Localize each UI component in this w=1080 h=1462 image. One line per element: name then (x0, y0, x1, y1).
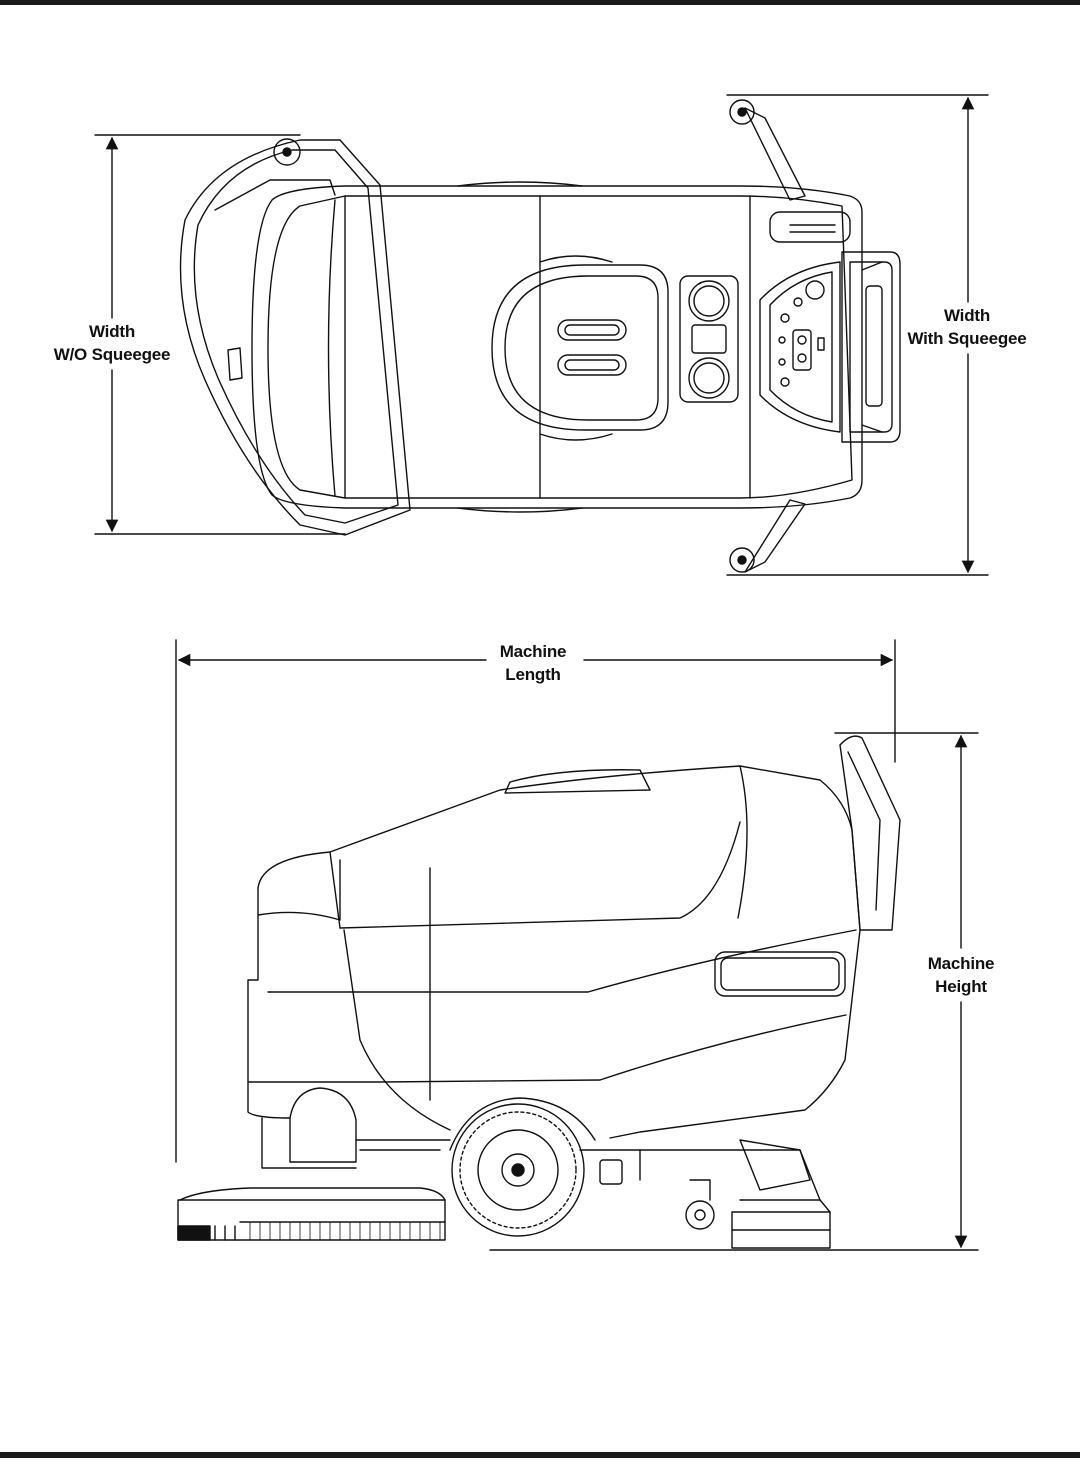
label-width-without-squeegee-line1: Width (88, 322, 136, 341)
label-width-with-squeegee-line2: With Squeegee (907, 329, 1027, 348)
label-machine-length: Machine Length (488, 640, 578, 686)
label-machine-length-line2: Length (505, 665, 561, 684)
top-rule (0, 0, 1080, 5)
dim-width-with-squeegee (726, 94, 989, 576)
label-width-with-squeegee-line1: Width (943, 306, 991, 325)
side-view (177, 735, 901, 1249)
label-machine-length-line1: Machine (499, 642, 567, 661)
label-machine-height-line1: Machine (927, 954, 995, 973)
label-width-without-squeegee-line2: W/O Squeegee (53, 345, 171, 364)
bottom-rule (0, 1452, 1080, 1458)
dim-machine-length (175, 639, 896, 1163)
brush-bristles (249, 1221, 441, 1241)
top-view (179, 99, 901, 573)
dim-width-without-squeegee (94, 134, 346, 535)
label-width-without-squeegee: Width W/O Squeegee (48, 320, 176, 366)
label-machine-height-line2: Height (935, 977, 987, 996)
label-machine-height: Machine Height (918, 952, 1004, 998)
label-width-with-squeegee: Width With Squeegee (902, 304, 1032, 350)
dim-machine-height (489, 732, 979, 1251)
